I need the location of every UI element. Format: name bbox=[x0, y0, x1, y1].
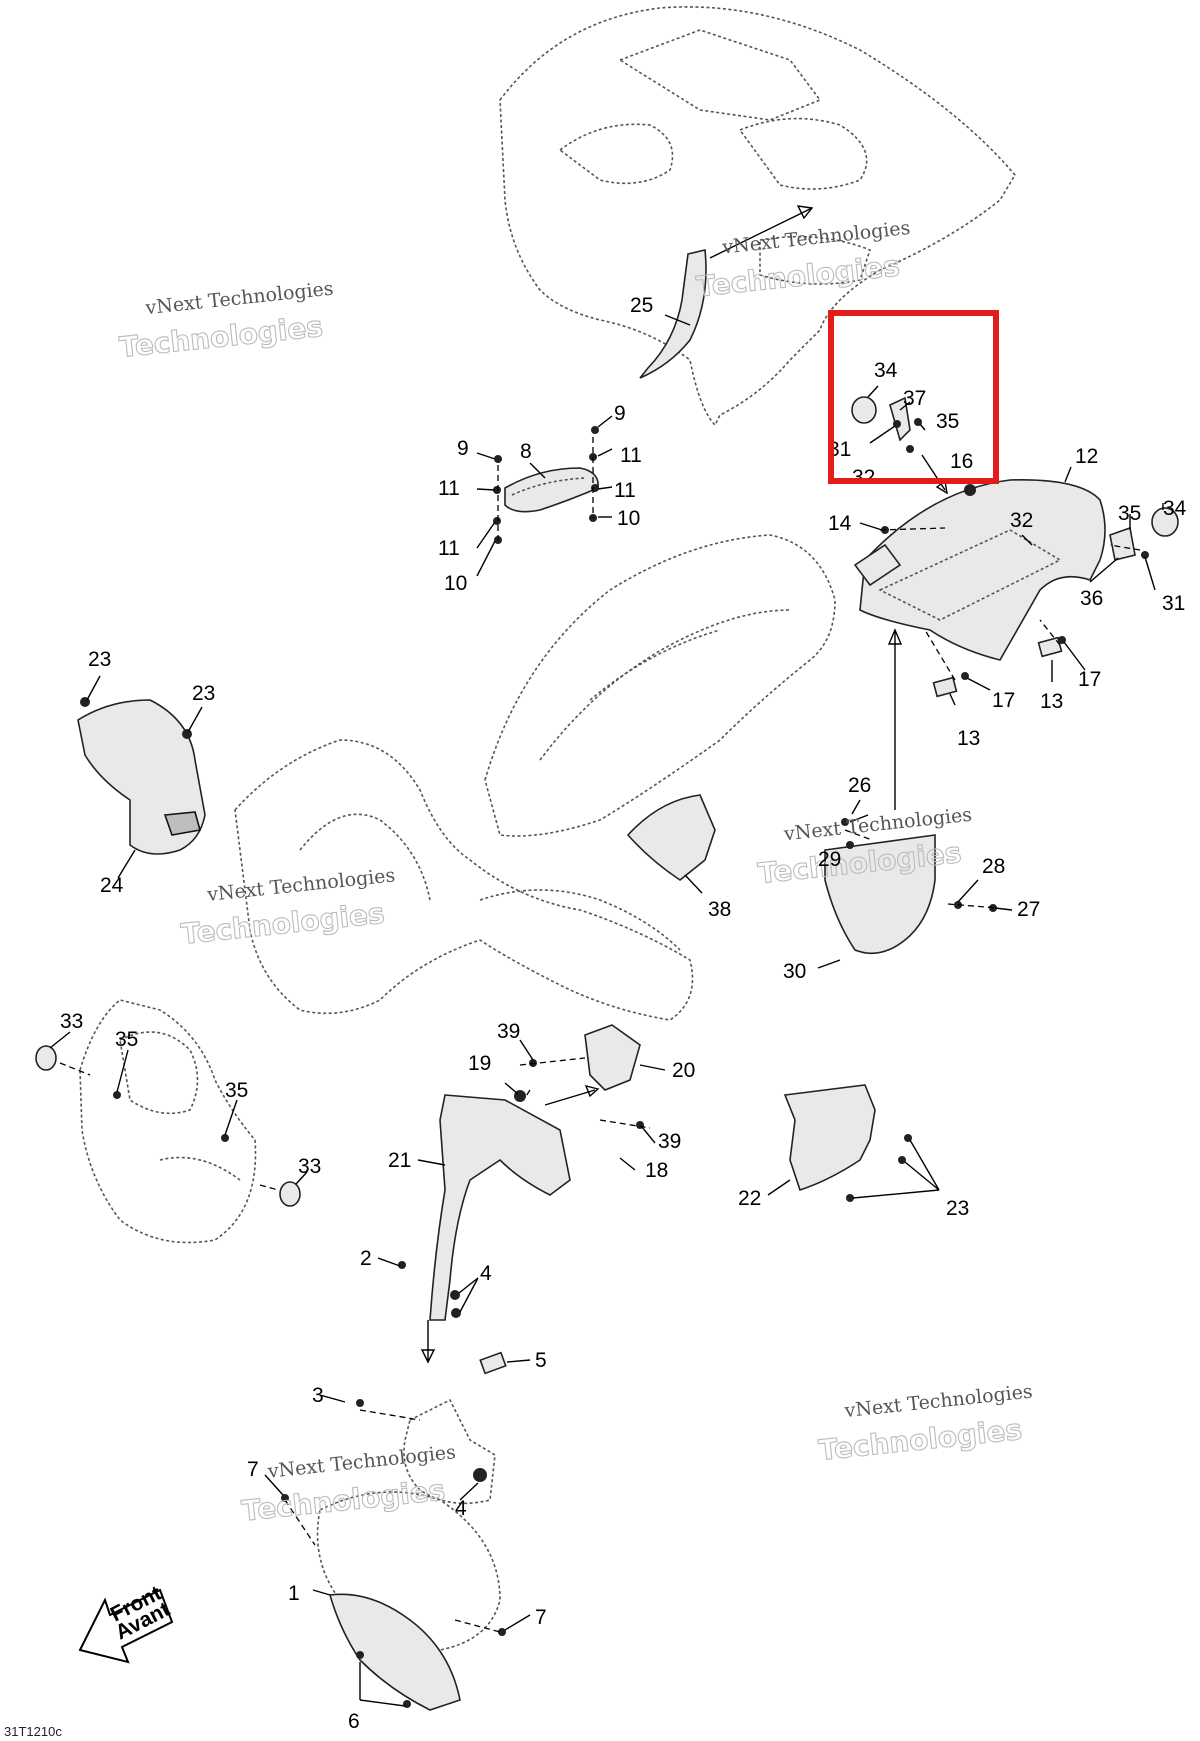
bracket-37 bbox=[889, 396, 911, 442]
callout-37: 37 bbox=[903, 387, 926, 410]
bracket-20 bbox=[584, 1024, 641, 1091]
callout-16: 16 bbox=[950, 450, 973, 473]
callout-32: 32 bbox=[1010, 509, 1033, 532]
callout-8: 8 bbox=[520, 440, 532, 463]
callout-13: 13 bbox=[957, 727, 980, 750]
cap-34-rack bbox=[1151, 507, 1179, 537]
callout-19: 19 bbox=[468, 1052, 491, 1075]
callout-10: 10 bbox=[617, 507, 640, 530]
handle-bracket-8 bbox=[504, 467, 599, 513]
callout-39: 39 bbox=[497, 1020, 520, 1043]
callout-33: 33 bbox=[60, 1010, 83, 1033]
clip-13-left bbox=[932, 676, 958, 698]
plug-33-left bbox=[35, 1045, 57, 1071]
callout-12: 12 bbox=[1075, 445, 1098, 468]
callout-32: 32 bbox=[852, 466, 875, 489]
callout-1: 1 bbox=[288, 1582, 300, 1605]
callout-18: 18 bbox=[645, 1159, 668, 1182]
highlight-box bbox=[828, 310, 999, 484]
rear-fender bbox=[499, 6, 1016, 426]
plug-33-right bbox=[279, 1181, 301, 1207]
callout-34: 34 bbox=[1163, 497, 1187, 520]
bracket-36 bbox=[1109, 526, 1136, 561]
callout-34: 34 bbox=[874, 359, 898, 382]
callout-6: 6 bbox=[348, 1710, 360, 1733]
callout-11: 11 bbox=[438, 537, 460, 560]
callout-3: 3 bbox=[312, 1384, 324, 1407]
front-direction-arrow: Front Avant bbox=[78, 1582, 174, 1664]
callout-4: 4 bbox=[480, 1262, 492, 1285]
mudguard-22 bbox=[783, 1084, 876, 1192]
seal-25 bbox=[639, 249, 707, 379]
callout-38: 38 bbox=[708, 898, 731, 921]
callout-21: 21 bbox=[388, 1149, 411, 1172]
callout-11: 11 bbox=[614, 479, 636, 502]
callout-7: 7 bbox=[247, 1458, 259, 1481]
front-body bbox=[234, 739, 694, 1021]
callouts: 1 2 3 4 4 5 6 7 7 8 9 9 10 10 11 11 11 1… bbox=[60, 294, 1187, 1733]
callout-24: 24 bbox=[100, 874, 124, 897]
callout-4: 4 bbox=[455, 1497, 467, 1520]
callout-39: 39 bbox=[658, 1130, 681, 1153]
spacer-5 bbox=[479, 1351, 507, 1375]
callout-29: 29 bbox=[818, 848, 841, 871]
callout-leaders bbox=[49, 314, 1164, 1707]
callout-11: 11 bbox=[438, 477, 460, 500]
callout-33: 33 bbox=[298, 1155, 321, 1178]
callout-17: 17 bbox=[992, 689, 1015, 712]
guide-lines bbox=[59, 205, 1141, 1633]
callout-23: 23 bbox=[88, 648, 111, 671]
callout-26: 26 bbox=[848, 774, 871, 797]
callout-7: 7 bbox=[535, 1606, 547, 1629]
callout-35: 35 bbox=[1118, 502, 1141, 525]
callout-5: 5 bbox=[535, 1349, 547, 1372]
callout-22: 22 bbox=[738, 1187, 761, 1210]
callout-10: 10 bbox=[444, 572, 467, 595]
callout-17: 17 bbox=[1078, 668, 1101, 691]
part-38 bbox=[626, 794, 716, 881]
callout-35: 35 bbox=[936, 410, 959, 433]
drawing-code: 31T1210c bbox=[4, 1724, 62, 1739]
callout-14: 14 bbox=[828, 512, 852, 535]
cap-34-detail bbox=[851, 396, 877, 424]
callout-23: 23 bbox=[192, 682, 215, 705]
callout-27: 27 bbox=[1017, 898, 1040, 921]
callout-13: 13 bbox=[1040, 690, 1063, 713]
callout-28: 28 bbox=[982, 855, 1005, 878]
part-30 bbox=[824, 834, 936, 955]
callout-36: 36 bbox=[1080, 587, 1103, 610]
front-lower-panel bbox=[79, 999, 257, 1244]
callout-9: 9 bbox=[457, 437, 469, 460]
callout-2: 2 bbox=[360, 1247, 372, 1270]
callout-11: 11 bbox=[620, 444, 642, 467]
callout-35: 35 bbox=[225, 1079, 248, 1102]
rear-rack-12 bbox=[853, 479, 1106, 661]
callout-23: 23 bbox=[946, 1197, 969, 1220]
callout-25: 25 bbox=[630, 294, 653, 317]
callout-31: 31 bbox=[1162, 592, 1185, 615]
callout-30: 30 bbox=[783, 960, 806, 983]
front-bumper bbox=[316, 1491, 501, 1711]
callout-20: 20 bbox=[672, 1059, 695, 1082]
support-21 bbox=[429, 1094, 571, 1321]
callout-35: 35 bbox=[115, 1028, 138, 1051]
side-panel-24 bbox=[77, 699, 206, 855]
callout-9: 9 bbox=[614, 402, 626, 425]
front-fender bbox=[484, 534, 836, 837]
